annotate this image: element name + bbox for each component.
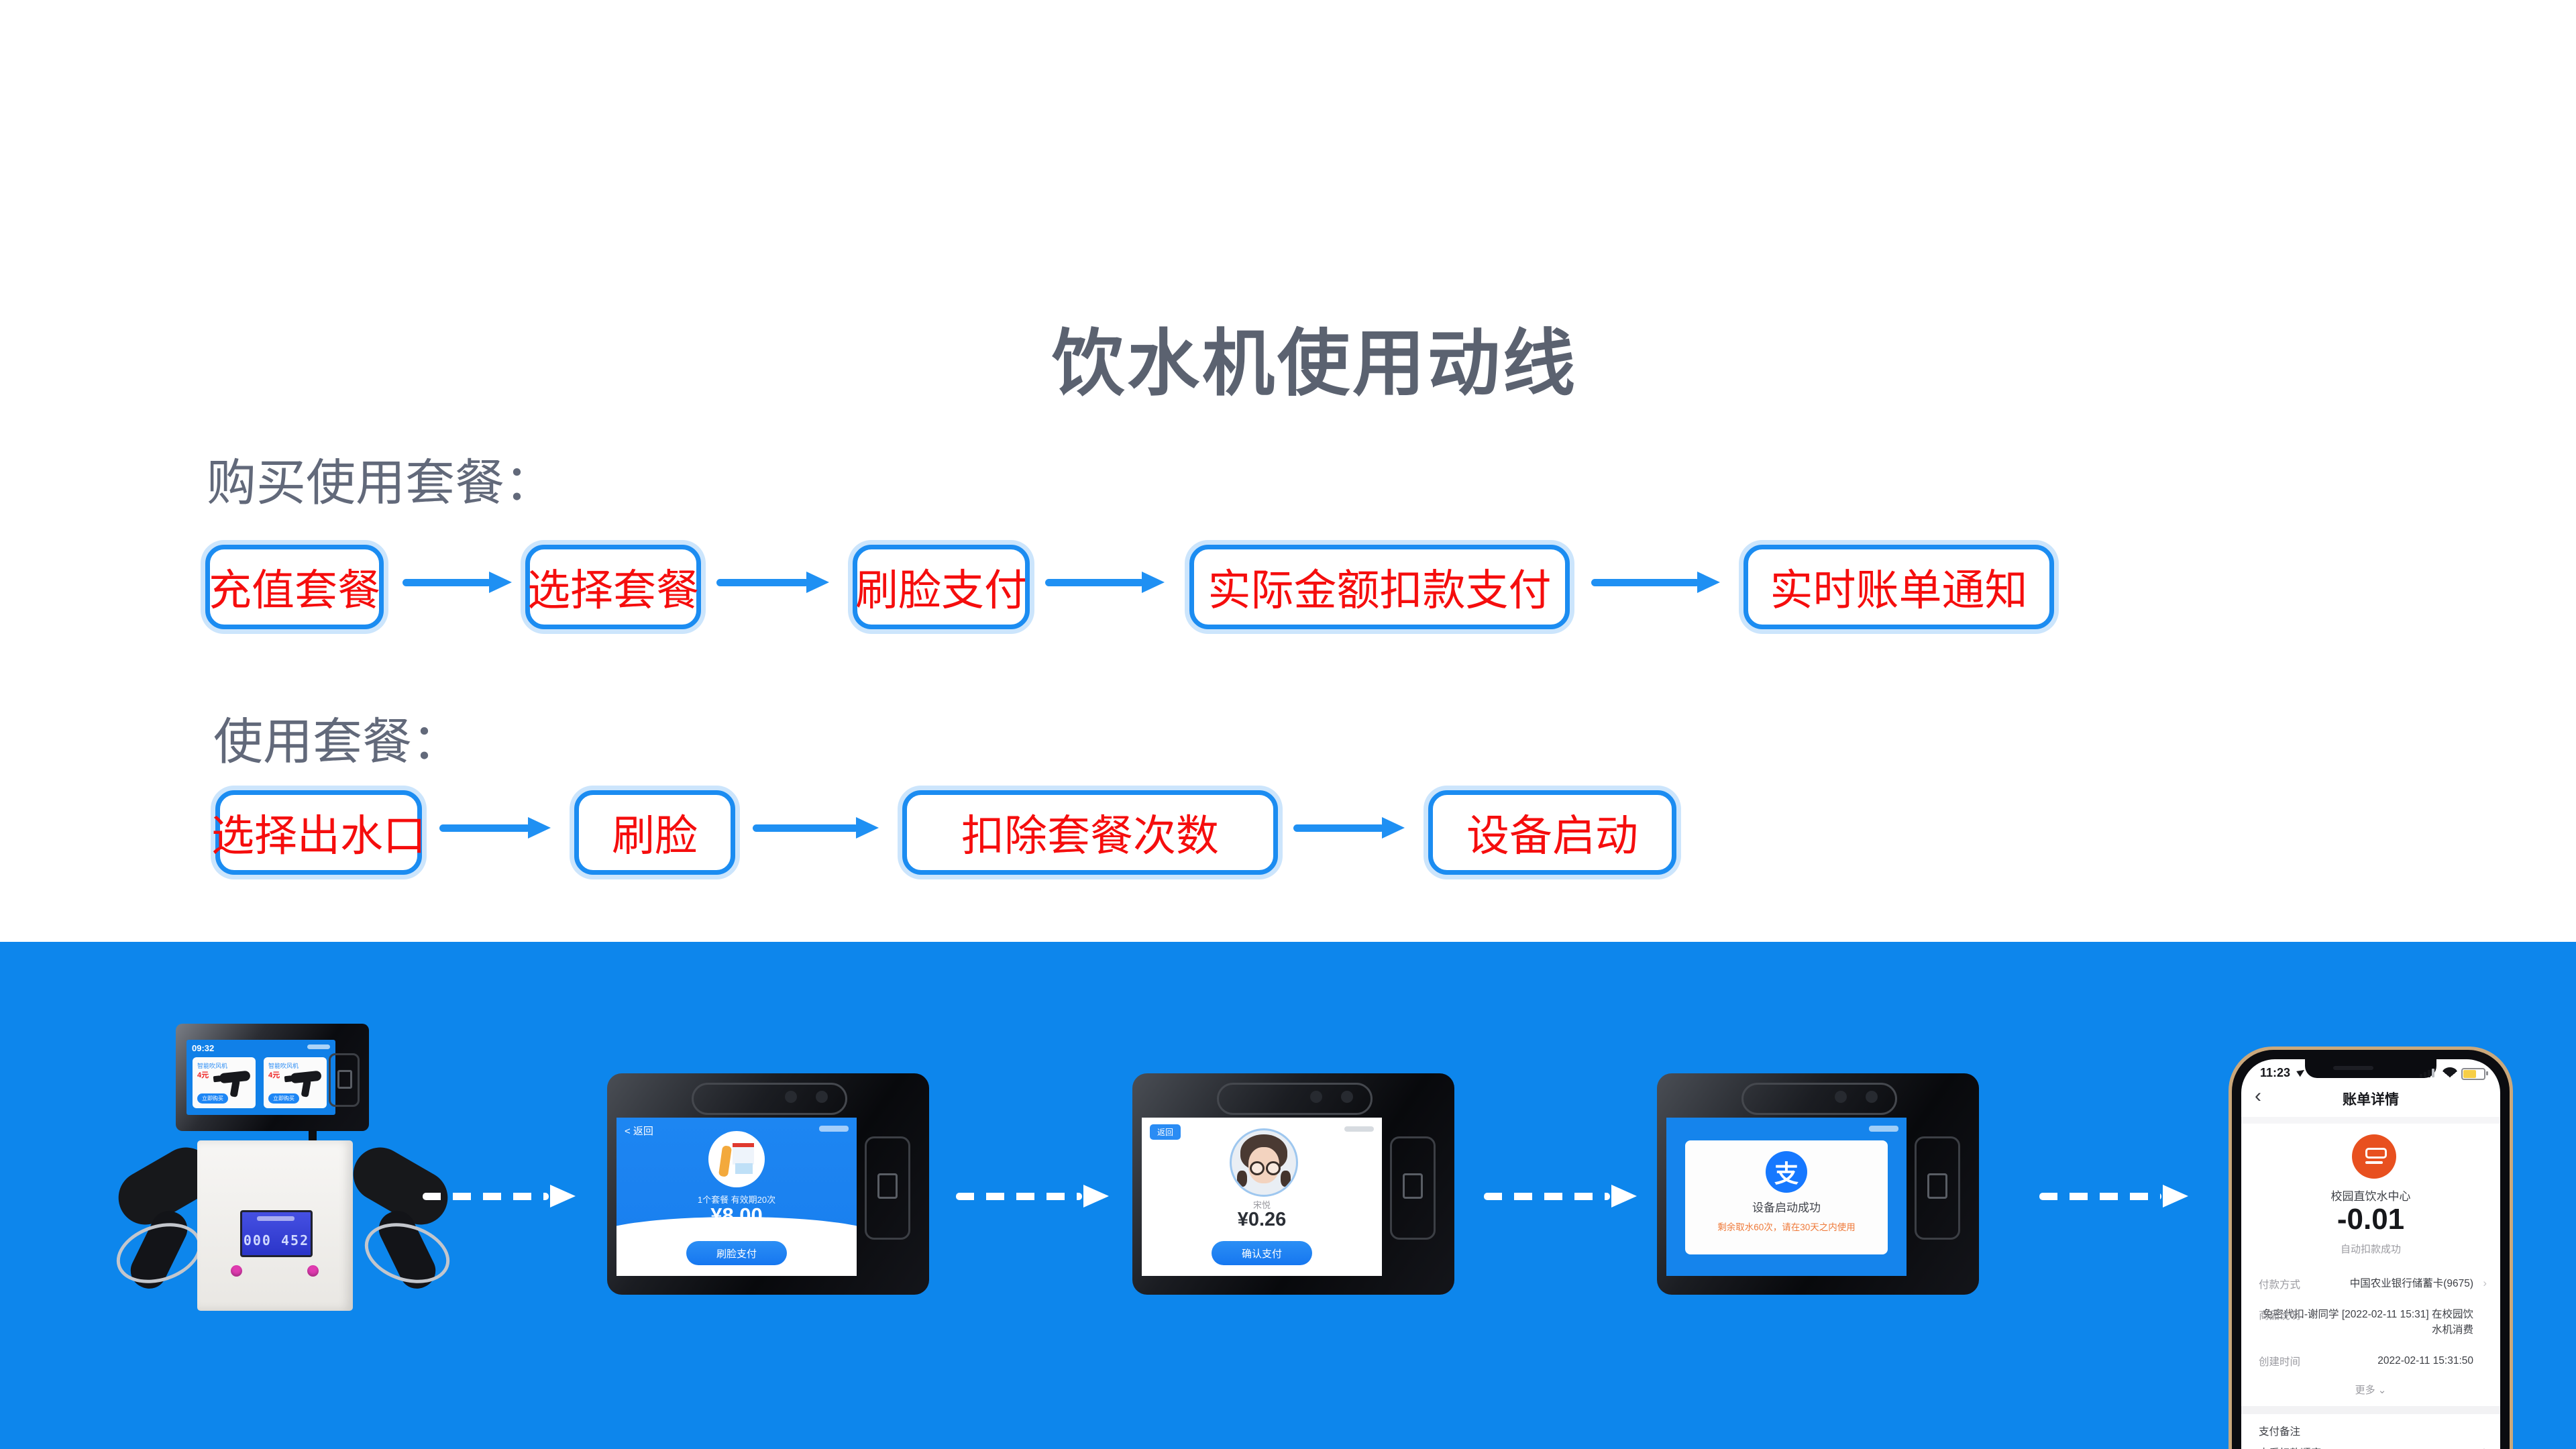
tablet-package-payment: < 返回 1个套餐 有效期20次 ¥8.00 刷脸支付 bbox=[607, 1073, 929, 1295]
back-link: < 返回 bbox=[625, 1126, 653, 1137]
machine-lcd: 000 452 bbox=[240, 1210, 313, 1257]
lcd-digits: 000 452 bbox=[243, 1232, 310, 1248]
merchant-name: 校园直饮水中心 bbox=[2330, 1190, 2411, 1203]
package-amount: ¥8.00 bbox=[710, 1203, 763, 1227]
alipay-logo-icon: 支 bbox=[1766, 1151, 1807, 1193]
screen-status-bar bbox=[1869, 1126, 1898, 1132]
screen-status-bar bbox=[1344, 1126, 1374, 1132]
hair-dryer-icon bbox=[290, 1070, 322, 1084]
page-title: 饮水机使用动线 bbox=[1051, 323, 1578, 404]
arrow-icon bbox=[753, 817, 879, 839]
flow2-step-choose-outlet: 选择出水口 bbox=[211, 790, 426, 875]
buy-button: 立即购买 bbox=[268, 1093, 299, 1104]
divider bbox=[2241, 1405, 2500, 1414]
metal-ring bbox=[109, 1212, 209, 1294]
product-price: 4元 bbox=[197, 1071, 209, 1079]
more-link: 更多 ⌄ bbox=[2355, 1384, 2387, 1396]
status-time: 11:23 bbox=[2260, 1066, 2291, 1079]
flow2-step-device-start: 设备启动 bbox=[1428, 790, 1676, 875]
bill-detail-rows: 付款方式 中国农业银行储蓄卡(9675) › 商品说明 免密代扣-谢同学 [20… bbox=[2241, 1269, 2500, 1449]
vending-machine-tablet: 09:32 智能吹风机 4元 立即购买 智能吹风机 4元 立即购买 bbox=[176, 1024, 369, 1131]
flow1-step-recharge: 充值套餐 bbox=[205, 545, 384, 629]
bill-amount: -0.01 bbox=[2337, 1203, 2405, 1236]
phone-notch bbox=[2305, 1059, 2436, 1078]
arrow-icon bbox=[716, 572, 829, 593]
face-pay-button: 刷脸支付 bbox=[686, 1241, 787, 1265]
card-reader-icon bbox=[329, 1053, 360, 1107]
dashed-arrow-icon bbox=[2039, 1185, 2188, 1208]
arrow-icon bbox=[439, 817, 551, 839]
bill-row-payment-method: 付款方式 中国农业银行储蓄卡(9675) › bbox=[2259, 1277, 2487, 1291]
machine-button-left bbox=[231, 1265, 242, 1277]
back-chevron-icon: ‹ bbox=[2255, 1085, 2261, 1107]
view-deduct-order-link: 查看扣款顺序 › bbox=[2241, 1442, 2500, 1449]
merchant-logo-icon bbox=[2352, 1134, 2396, 1179]
success-title: 设备启动成功 bbox=[1752, 1201, 1821, 1214]
metal-ring bbox=[357, 1212, 458, 1294]
screen-status-bar bbox=[819, 1126, 849, 1132]
package-info: 1个套餐 有效期20次 bbox=[697, 1195, 776, 1205]
bill-row-create-time: 创建时间 2022-02-11 15:31:50 bbox=[2259, 1355, 2473, 1368]
arrow-icon bbox=[1045, 572, 1165, 593]
chevron-right-icon: › bbox=[2483, 1277, 2487, 1289]
card-reader-icon bbox=[1390, 1136, 1436, 1240]
back-badge: 返回 bbox=[1150, 1124, 1181, 1140]
flow1-step-choose-package: 选择套餐 bbox=[525, 545, 701, 629]
flow2-step-face-scan: 刷脸 bbox=[574, 790, 735, 875]
card-reader-icon bbox=[1915, 1136, 1960, 1240]
location-arrow-icon bbox=[2296, 1067, 2306, 1077]
product-card: 智能吹风机 4元 立即购买 bbox=[193, 1057, 256, 1108]
product-card: 智能吹风机 4元 立即购买 bbox=[264, 1057, 327, 1108]
payment-note-label: 支付备注 bbox=[2259, 1426, 2301, 1438]
deduct-amount: ¥0.26 bbox=[1237, 1209, 1287, 1230]
divider bbox=[2241, 1117, 2500, 1124]
phone-bill-detail: 11:23 ‹ 账单详情 校园直饮水中心 -0.01 自动扣款成功 付款方式 中… bbox=[2229, 1046, 2513, 1449]
battery-icon bbox=[2461, 1068, 2488, 1080]
camera-bar-icon bbox=[692, 1083, 847, 1115]
confirm-pay-button: 确认支付 bbox=[1212, 1241, 1312, 1265]
wifi-icon bbox=[2443, 1067, 2457, 1077]
vending-screen-time: 09:32 bbox=[192, 1043, 215, 1053]
machine-neck bbox=[309, 1130, 317, 1143]
success-card: 支 设备启动成功 剩余取水60次，请在30天之内使用 bbox=[1685, 1140, 1888, 1254]
product-title: 智能吹风机 bbox=[268, 1063, 299, 1069]
flow1-heading: 购买使用套餐： bbox=[207, 455, 554, 511]
user-avatar bbox=[1230, 1128, 1298, 1197]
arrow-icon bbox=[402, 572, 512, 593]
flow1-step-actual-deduction: 实际金额扣款支付 bbox=[1189, 545, 1570, 629]
user-name: 宋悦 bbox=[1252, 1200, 1271, 1210]
bill-status: 自动扣款成功 bbox=[2340, 1244, 2401, 1255]
hair-dryer-icon bbox=[219, 1070, 251, 1084]
tablet-device-started: 支 设备启动成功 剩余取水60次，请在30天之内使用 bbox=[1657, 1073, 1979, 1295]
flow2-step-deduct-count: 扣除套餐次数 bbox=[902, 790, 1278, 875]
arrow-icon bbox=[1293, 817, 1405, 839]
camera-bar-icon bbox=[1217, 1083, 1373, 1115]
chevron-right-icon: › bbox=[2483, 1444, 2487, 1449]
merchant-logo bbox=[708, 1131, 765, 1187]
hair-dryer-right bbox=[341, 1137, 458, 1307]
flow2-heading: 使用套餐： bbox=[213, 714, 462, 769]
signal-icon bbox=[2420, 1069, 2437, 1077]
machine-button-right bbox=[307, 1265, 319, 1277]
arrow-icon bbox=[1591, 572, 1720, 593]
bill-row-product-desc: 商品说明 免密代扣-谢同学 [2022-02-11 15:31] 在校园饮水机消… bbox=[2259, 1309, 2473, 1336]
dashed-arrow-icon bbox=[1484, 1185, 1637, 1208]
success-notice: 剩余取水60次，请在30天之内使用 bbox=[1717, 1222, 1856, 1232]
machine-body: 000 452 bbox=[197, 1140, 353, 1311]
product-title: 智能吹风机 bbox=[197, 1063, 228, 1069]
dashed-arrow-icon bbox=[956, 1185, 1109, 1208]
card-reader-icon bbox=[865, 1136, 910, 1240]
tablet-face-confirm: 返回 宋悦 ¥0.26 确认支付 bbox=[1132, 1073, 1454, 1295]
lcd-header-bar bbox=[257, 1216, 294, 1221]
vending-tablet-screen: 09:32 智能吹风机 4元 立即购买 智能吹风机 4元 立即购买 bbox=[186, 1040, 335, 1115]
camera-bar-icon bbox=[1741, 1083, 1897, 1115]
product-price: 4元 bbox=[268, 1071, 280, 1079]
vending-screen-status-bar bbox=[307, 1044, 330, 1049]
buy-button: 立即购买 bbox=[197, 1093, 228, 1104]
phone-status-bar: 11:23 bbox=[2241, 1065, 2500, 1082]
flow1-step-bill-notify: 实时账单通知 bbox=[1743, 545, 2054, 629]
dashed-arrow-icon bbox=[423, 1185, 576, 1208]
bill-detail-title: 账单详情 bbox=[2343, 1092, 2399, 1108]
flow1-step-face-pay: 刷脸支付 bbox=[853, 545, 1030, 629]
